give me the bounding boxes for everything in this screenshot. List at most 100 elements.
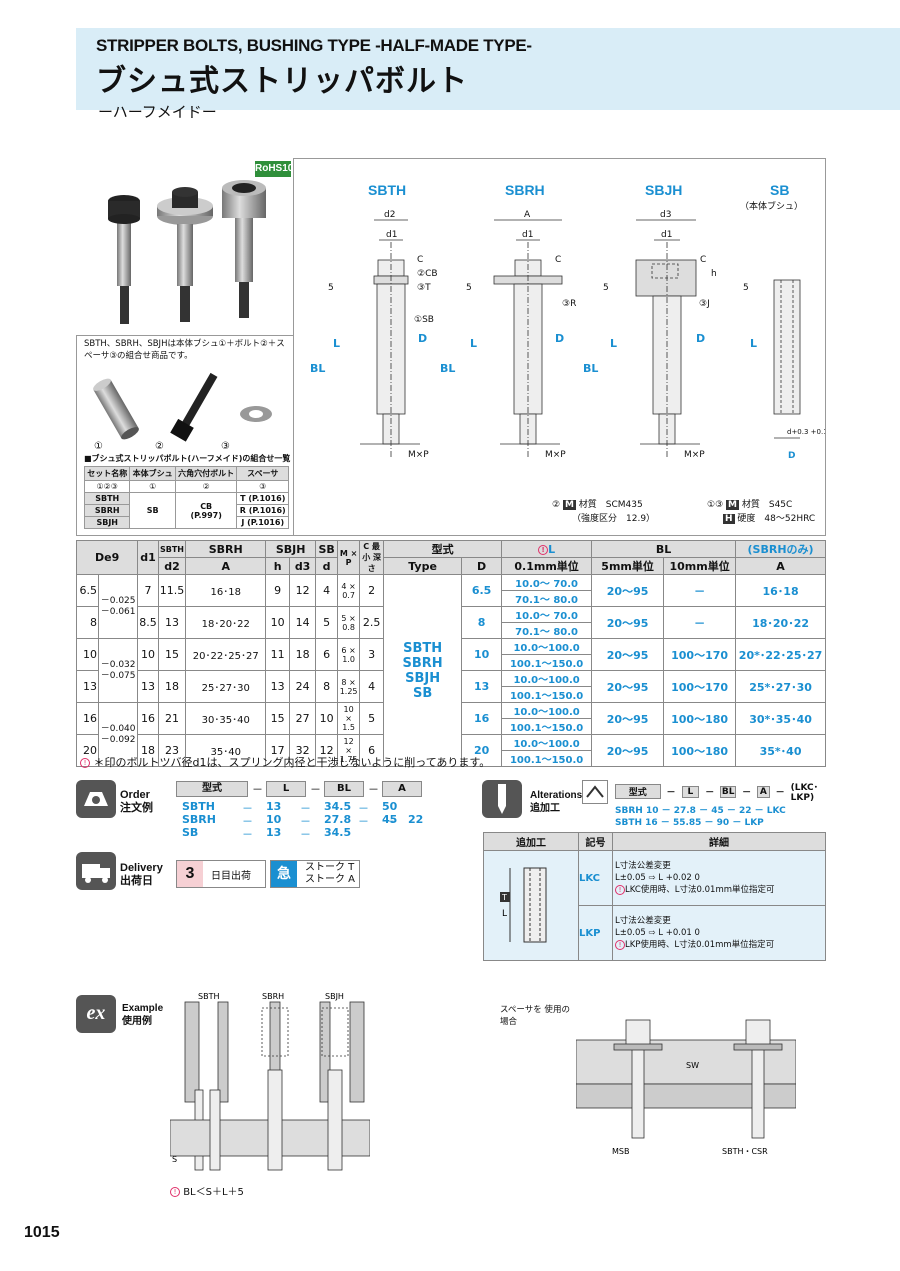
alt-example-row: SBRH 10 － 27.8 － 45 － 22 － LKC (615, 806, 786, 816)
alt-diagram-cell: T L (483, 850, 579, 961)
material-icon-2: M (726, 500, 739, 510)
stroke-a: ストーク A (305, 874, 356, 885)
sub-2: ② (174, 480, 238, 493)
cell-d: 8 (315, 670, 339, 703)
cell-bl5: 20～95 (591, 606, 665, 639)
body-material-label: ①③ (707, 500, 724, 510)
label-5-4: 5 (743, 283, 749, 293)
label-d3: d3 (660, 210, 671, 220)
order-h-bl: BL (324, 781, 364, 797)
sub-0: ①②③ (83, 480, 131, 493)
set-sbrh: SBRH (83, 504, 131, 517)
order-value: 10 (266, 813, 282, 826)
label-BL-1: BL (310, 362, 325, 375)
cell-d2: 23 (157, 734, 187, 767)
delivery-label: Delivery 出荷日 (120, 862, 163, 888)
cell-c: 3 (359, 638, 385, 671)
lkc-line3: LKC使用時、L寸法0.01mm単位指定可 (625, 885, 775, 895)
cell-de9: 16 (76, 702, 99, 735)
spacer-r: R (P.1016) (236, 504, 289, 517)
cell-d2: 18 (157, 670, 187, 703)
sub-1: ① (129, 480, 176, 493)
subtitle-jp: ーハーフメイドー (98, 103, 217, 121)
label-r: ③R (562, 299, 576, 309)
cell-d1: 10 (137, 638, 159, 671)
title-en: STRIPPER BOLTS, BUSHING TYPE -HALF-MADE … (96, 36, 532, 55)
cell-d2: 11.5 (157, 574, 187, 607)
example-label-en: Example (122, 1003, 164, 1014)
cell-bl5: 20～95 (591, 574, 665, 607)
label-sb: ①SB (414, 315, 434, 325)
body-sb: SB (129, 492, 176, 529)
label-d2: d2 (384, 210, 395, 220)
cell-d3: 14 (289, 606, 317, 639)
cell-mp: 6 × 1.0 (337, 638, 361, 671)
sub-3: ③ (236, 480, 289, 493)
order-dash: － (300, 815, 311, 828)
cell-a: 20･22･25･27 (185, 638, 267, 671)
cell-c: 2.5 (359, 606, 385, 639)
cell-d2: 15 (157, 638, 187, 671)
label-L-1: L (333, 337, 340, 350)
example-label-jp: 使用例 (122, 1016, 152, 1027)
th-D: D (461, 557, 503, 575)
spec-footnote: ! ＊印のボルトツバ径d1は、スプリング内径と干渉しないように削ってあります。 (80, 754, 490, 770)
part-label-1: ① (94, 441, 103, 452)
cell-bl10: 100～170 (663, 670, 737, 703)
alt-example-row: SBTH 16 － 55.85 － 90 － LKP (615, 818, 764, 828)
th-bl: BL (591, 540, 737, 558)
sb-subtitle: （本体ブシュ） (740, 202, 804, 212)
cell-mp: 5 × 0.8 (337, 606, 361, 639)
label-sw: SW (686, 1061, 699, 1070)
cell-d2: 13 (157, 606, 187, 639)
alt-h-a: A (757, 785, 770, 798)
cell-d1: 8.5 (137, 606, 159, 639)
cell-bl5: 20～95 (591, 734, 665, 767)
th-d2: d2 (157, 557, 187, 575)
th-h: h (265, 557, 291, 575)
label-h: h (711, 269, 717, 279)
part-label-3: ③ (221, 441, 230, 452)
th-l: !L (501, 540, 593, 558)
alt-code-lkp: LKP (578, 905, 613, 961)
alt-dash-1: － (666, 788, 676, 798)
label-c-3: C (700, 255, 706, 265)
body-material: ①③ M 材質 S45C H 硬度 48～52HRC (707, 498, 815, 526)
th-d3: d3 (289, 557, 317, 575)
alt-t-label: T (501, 893, 507, 902)
dash-1: － (252, 783, 263, 796)
set-sbth: SBTH (83, 492, 131, 505)
cell-D: 16 (461, 702, 503, 735)
cell-l: 10.0～ 70.0 (501, 574, 593, 591)
pink-mark-icon: ! (170, 1187, 180, 1197)
alterations-label: Alterations 追加工 (530, 789, 582, 815)
th-spacer: スペーサ (236, 466, 289, 481)
lkp-line3: LKP使用時、L寸法0.01mm単位指定可 (625, 940, 775, 950)
cell-tol: －0.040－0.092 (97, 702, 139, 767)
cell-bl10: 100～180 (663, 734, 737, 767)
cell-c: 4 (359, 670, 385, 703)
cell-a: 30･35･40 (185, 702, 267, 735)
label-L-2: L (470, 337, 477, 350)
label-5-3: 5 (603, 283, 609, 293)
bolt-material-label: ② (552, 500, 561, 510)
order-value: 13 (266, 800, 282, 813)
set-sbjh: SBJH (83, 516, 131, 529)
cell-A: 18･20･22 (735, 606, 826, 639)
cell-d: 6 (315, 638, 339, 671)
cell-de9: 10 (76, 638, 99, 671)
label-mxp-3: M×P (684, 450, 705, 460)
label-mxp-1: M×P (408, 450, 429, 460)
cell-d: 4 (315, 574, 339, 607)
stroke-t: ストーク T (305, 862, 355, 873)
composition-table: セット名称 本体ブシュ 六角穴付ボルト スペーサ ①②③ ① ② ③ SBTH … (83, 466, 289, 529)
cell-A: 25*･27･30 (735, 670, 826, 703)
th-bolt: 六角穴付ボルト (174, 466, 238, 481)
order-dash: － (300, 828, 311, 841)
cell-A: 20*･22･25･27 (735, 638, 826, 671)
label-t: ③T (417, 283, 431, 293)
th-d: d (315, 557, 339, 575)
th-sb: SB (315, 540, 339, 558)
